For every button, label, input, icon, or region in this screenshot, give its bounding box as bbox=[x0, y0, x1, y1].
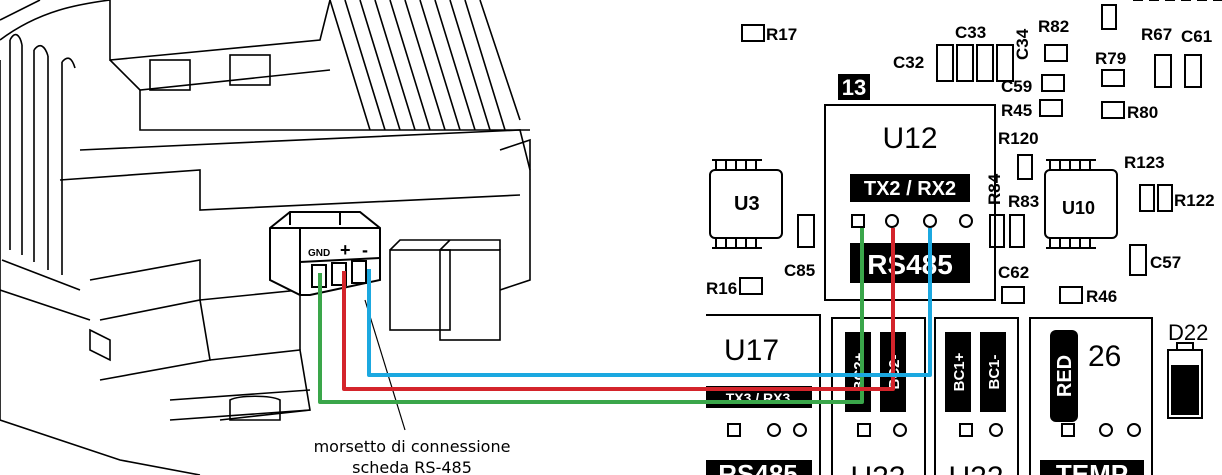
r80-label: R80 bbox=[1127, 103, 1158, 122]
rs485-label: RS485 bbox=[867, 249, 953, 280]
n26-label: 26 bbox=[1088, 340, 1121, 373]
c32-label: C32 bbox=[893, 53, 924, 72]
terminal-plus-label: + bbox=[340, 240, 351, 260]
red-label: RED bbox=[1054, 355, 1076, 397]
u17-label: U17 bbox=[724, 334, 779, 367]
r83-label: R83 bbox=[1008, 192, 1039, 211]
c62-label: C62 bbox=[998, 263, 1029, 282]
bc1p-box bbox=[945, 332, 971, 412]
controller-housing bbox=[0, 0, 531, 475]
c57-label: C57 bbox=[1150, 253, 1181, 272]
r120-label: R120 bbox=[998, 129, 1039, 148]
d22-label: D22 bbox=[1168, 320, 1208, 345]
r122-label: R122 bbox=[1174, 191, 1215, 210]
r46-label: R46 bbox=[1086, 287, 1117, 306]
bottom-u22-label: U22 bbox=[948, 461, 1003, 475]
u3-label: U3 bbox=[734, 193, 760, 215]
terminal-minus-label: - bbox=[362, 240, 368, 260]
r82-label: R82 bbox=[1038, 17, 1069, 36]
badge-13-box bbox=[838, 74, 870, 100]
bc1p-label: BC1+ bbox=[951, 352, 968, 391]
r45-label: R45 bbox=[1001, 101, 1032, 120]
txrx-box bbox=[850, 174, 970, 202]
bottom-rs485-label: RS485 bbox=[718, 459, 798, 475]
r84-label: R84 bbox=[985, 173, 1004, 205]
caption-leader-line bbox=[364, 299, 406, 431]
bc2p-box bbox=[845, 332, 871, 412]
u10-label: U10 bbox=[1062, 198, 1095, 218]
c33-label: C33 bbox=[955, 23, 986, 42]
u12-label: U12 bbox=[882, 122, 937, 155]
c34-label: C34 bbox=[1013, 28, 1032, 60]
c61-label: C61 bbox=[1181, 27, 1212, 46]
bottom-temp-label: TEMP bbox=[1056, 459, 1128, 475]
txrx-label: TX2 / RX2 bbox=[864, 178, 956, 200]
terminal-gnd-label: GND bbox=[308, 248, 330, 259]
bc1m-box bbox=[980, 332, 1006, 412]
rs485-box bbox=[850, 243, 970, 283]
badge-13: 13 bbox=[842, 75, 866, 100]
c85-label: C85 bbox=[784, 261, 815, 280]
r67-label: R67 bbox=[1141, 25, 1172, 44]
r16-label: R16 bbox=[706, 279, 737, 298]
bottom-rs485-box bbox=[706, 460, 812, 475]
red-box bbox=[1050, 330, 1078, 422]
wire-plus-red bbox=[342, 228, 895, 391]
caption-line-2: scheda RS-485 bbox=[352, 458, 472, 475]
r17-label: R17 bbox=[766, 25, 797, 44]
bottom-u23-label: U23 bbox=[850, 461, 905, 475]
bc2p-label: BC2+ bbox=[851, 352, 868, 391]
r123-label: R123 bbox=[1124, 153, 1165, 172]
c59-label: C59 bbox=[1001, 77, 1032, 96]
pcb bbox=[706, 0, 1222, 475]
bottom-temp-box bbox=[1040, 460, 1144, 475]
wire-gnd-green bbox=[318, 228, 864, 404]
r79-label: R79 bbox=[1095, 49, 1126, 68]
wire-minus-blue bbox=[367, 228, 932, 377]
caption-line-1: morsetto di connessione bbox=[314, 437, 511, 456]
bc1m-label: BC1- bbox=[986, 354, 1003, 389]
